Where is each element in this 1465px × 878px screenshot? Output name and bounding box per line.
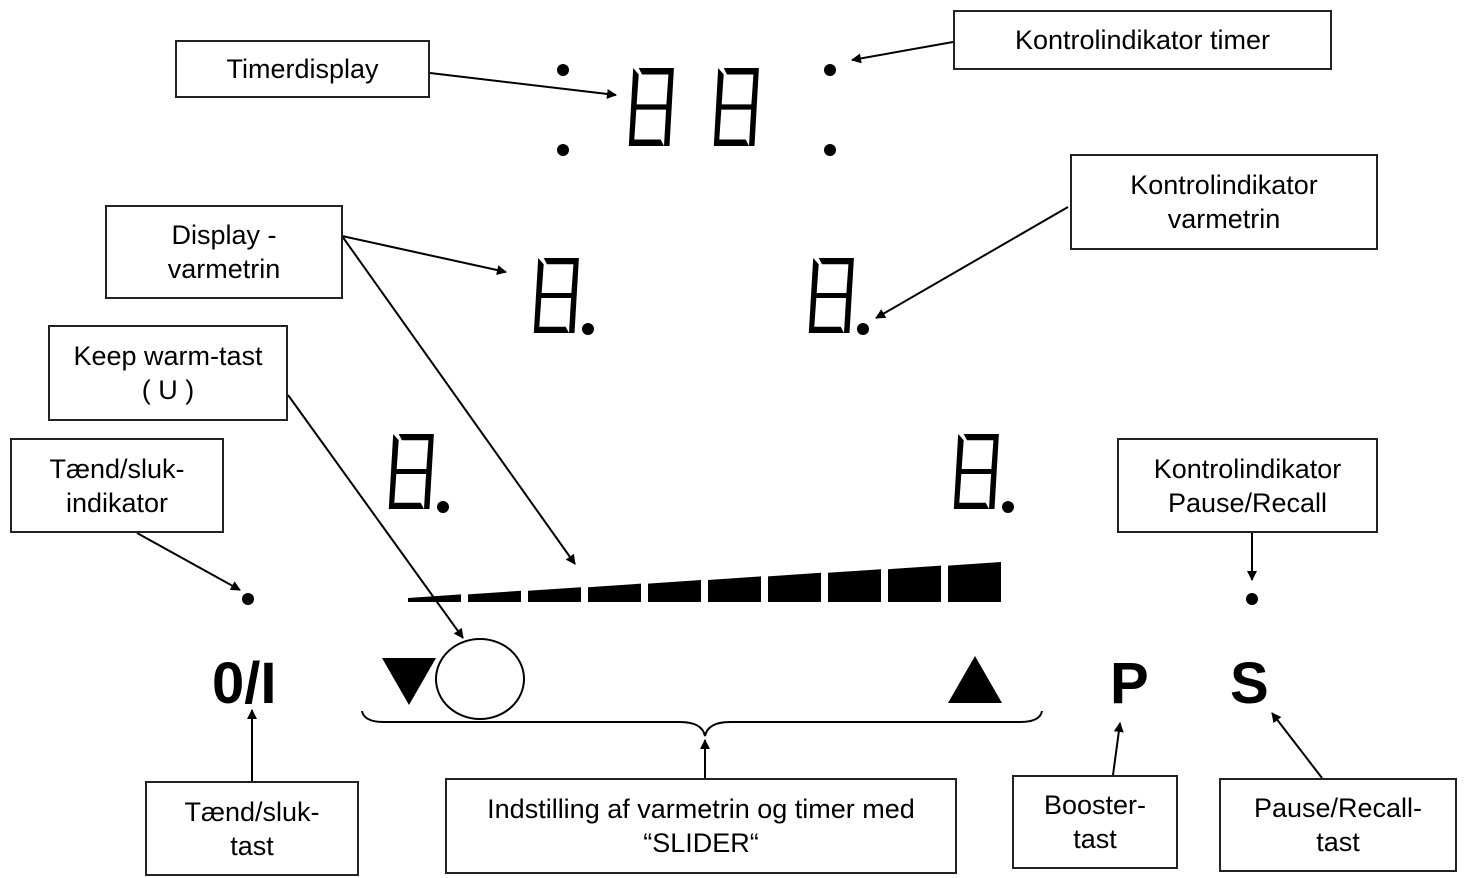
label-taend-sluk-indikator: Tænd/sluk- indikator (10, 438, 224, 533)
label-taend-sluk-tast: Tænd/sluk- tast (145, 781, 359, 876)
keep-warm-button[interactable] (435, 638, 525, 720)
label-booster-tast: Booster- tast (1012, 775, 1178, 869)
leader-arrows (136, 41, 1323, 782)
heat-display-bottom-right (953, 434, 1014, 513)
heat-display-top-right (808, 258, 869, 335)
slider-brace (361, 710, 1043, 737)
pause-key-label[interactable]: S (1230, 651, 1269, 716)
timer-indicator-dot (557, 64, 569, 76)
slider-segment[interactable] (468, 590, 521, 602)
slider-segment[interactable] (528, 587, 581, 602)
slider-down-triangle-icon[interactable] (382, 658, 436, 705)
timer-digit (713, 68, 759, 146)
pause-indicator-dot (1246, 593, 1258, 605)
slider-segment[interactable] (888, 565, 941, 602)
timer-control-dot (824, 144, 836, 156)
timer-digit (628, 68, 674, 146)
booster-key-label[interactable]: P (1110, 651, 1149, 716)
slider-segment[interactable] (588, 583, 641, 602)
label-display-varmetrin: Display - varmetrin (105, 205, 343, 299)
label-timerdisplay: Timerdisplay (175, 40, 430, 98)
label-keep-warm: Keep warm-tast ( U ) (48, 325, 288, 421)
slider-bar[interactable] (408, 562, 1001, 602)
power-key-label[interactable]: 0/I (212, 651, 277, 716)
slider-segment[interactable] (708, 576, 761, 602)
heat-display-bottom-left (388, 434, 449, 513)
slider-up-triangle-icon[interactable] (948, 656, 1002, 703)
slider-segment[interactable] (768, 572, 821, 602)
power-indicator-dot (242, 593, 254, 605)
label-kontrolindikator-pause: Kontrolindikator Pause/Recall (1117, 438, 1378, 533)
label-kontrolindikator-varmetrin: Kontrolindikator varmetrin (1070, 154, 1378, 250)
label-pause-recall-tast: Pause/Recall- tast (1219, 778, 1457, 872)
timer-control-dot (824, 64, 836, 76)
label-kontrolindikator-timer: Kontrolindikator timer (953, 10, 1332, 70)
slider-segment[interactable] (648, 580, 701, 602)
timer-display (557, 64, 836, 156)
slider-segment[interactable] (948, 562, 1001, 602)
heat-display-top-left (533, 258, 594, 335)
label-slider: Indstilling af varmetrin og timer med “S… (445, 778, 957, 874)
timer-indicator-dot (557, 144, 569, 156)
slider-segment[interactable] (828, 569, 881, 602)
